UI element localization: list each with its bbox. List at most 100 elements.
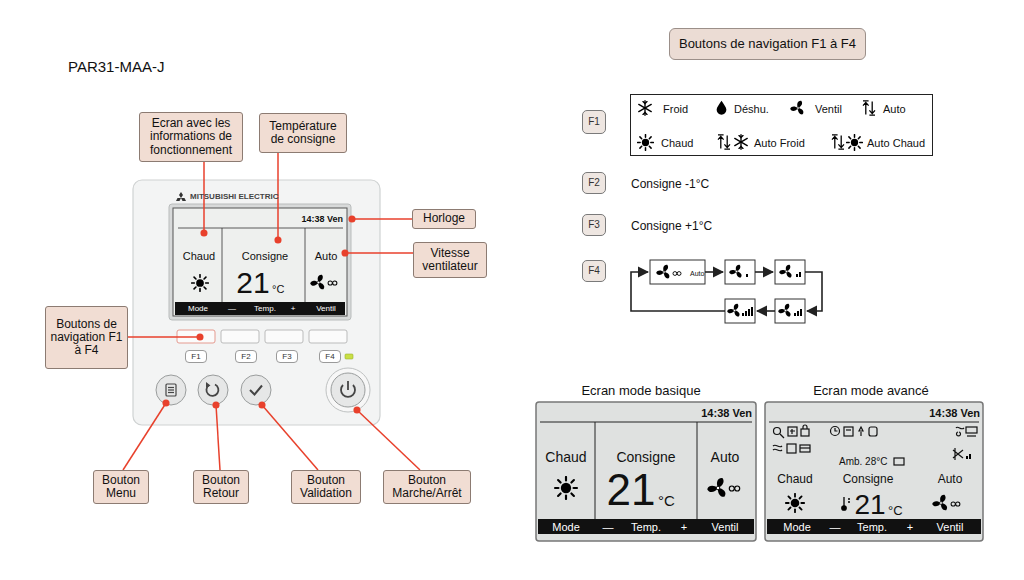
status-icons — [846, 429, 851, 430]
label-text: °C — [272, 284, 284, 295]
fan-bars — [966, 456, 968, 459]
status-icons — [803, 425, 807, 429]
label-text: Boutons de navigation F1 à F4 — [50, 318, 123, 358]
callout-box: Bouton Menu — [93, 470, 149, 504]
fan-speed-cycle — [799, 272, 801, 277]
leader-lines — [197, 334, 203, 340]
leader-lines — [352, 218, 412, 220]
mode-icons — [639, 101, 651, 115]
status-icons — [780, 434, 784, 438]
label-text: — — [228, 305, 236, 313]
label-text: 21 — [607, 468, 656, 512]
mode-icons — [735, 135, 747, 149]
mode-icons — [847, 135, 863, 151]
lcd-screen: 14:38 VenChaudConsigne21°CAutoMode—Temp.… — [173, 208, 347, 316]
label-text: Auto — [711, 450, 740, 464]
label-text: 21 — [236, 268, 269, 298]
label-text: Auto — [883, 104, 906, 115]
label-text: Auto Chaud — [867, 138, 925, 149]
fan-bars — [969, 454, 971, 459]
round-buttons — [331, 373, 365, 407]
model-title: PAR31-MAA-J — [68, 59, 164, 74]
label-text: 21 — [854, 491, 885, 519]
fan-speed-box: Auto — [650, 260, 705, 284]
basic-screen — [697, 422, 698, 519]
controller-screen — [305, 228, 306, 302]
basic-screen — [707, 478, 728, 498]
label-text: Temp. — [254, 305, 276, 313]
leader-lines — [123, 403, 166, 470]
thermometer — [842, 506, 846, 510]
function-buttons — [309, 330, 347, 343]
controller-screen — [173, 208, 347, 316]
label-text: Ventil — [815, 104, 842, 115]
label-text: Auto — [315, 251, 338, 262]
section-header: Boutons de navigation F1 à F4 — [669, 28, 866, 60]
status-icons — [800, 445, 810, 452]
controller-housing — [133, 180, 380, 425]
key-label: F2 — [582, 172, 606, 194]
function-buttons — [265, 330, 303, 343]
round-buttons — [250, 386, 262, 395]
fan-speed-cycle — [656, 265, 671, 279]
fan-speed-cycle — [796, 274, 798, 277]
label-text: 14:38 Ven — [301, 215, 343, 224]
label-text: F4 — [325, 353, 334, 361]
fan-speed-cycle — [725, 260, 755, 284]
fan-speed-cycle — [725, 299, 755, 323]
leader-lines — [262, 405, 318, 470]
callout-box: Bouton Validation — [291, 470, 361, 504]
button-label: F4 — [319, 350, 341, 363]
fan-speed-cycle — [775, 260, 805, 284]
callout-box: Ecran avec les informations de fonctionn… — [139, 112, 243, 162]
label-text: F2 — [241, 353, 250, 361]
label-text: Temp. — [631, 522, 661, 533]
thermometer — [843, 497, 844, 506]
controller-screen — [222, 228, 223, 302]
label-text: Chaud — [545, 450, 586, 464]
advanced-screen — [932, 495, 949, 511]
fan-speed-cycle — [757, 310, 775, 312]
function-buttons — [345, 354, 353, 359]
controller-housing — [179, 192, 183, 198]
fan-speed-cycle — [631, 272, 822, 311]
label-text: Mode — [552, 522, 580, 533]
leader-lines — [128, 336, 200, 338]
controller-housing: MITSUBISHI ELECTRIC14:38 VenChaudConsign… — [133, 180, 380, 425]
label-text: Amb. 28°C — [839, 457, 887, 467]
label-text: Bouton Marche/Arrêt — [388, 474, 466, 500]
label-text: Chaud — [183, 251, 215, 262]
leader-lines — [349, 216, 355, 222]
fan-speed-cycle — [778, 304, 792, 317]
label-text: Auto — [690, 270, 704, 277]
status-icons — [787, 444, 796, 453]
status-icons — [831, 427, 840, 436]
fan-speed-cycle — [673, 272, 681, 276]
label-text: MITSUBISHI ELECTRIC — [190, 193, 278, 201]
label-text: Ecran mode basique — [581, 384, 700, 397]
leader-lines — [201, 230, 207, 236]
round-buttons — [206, 382, 211, 388]
basic-screen — [536, 402, 756, 541]
function-buttons — [221, 330, 259, 343]
fan-speed-cycle — [631, 260, 822, 323]
status-icons — [773, 445, 782, 451]
leader-lines — [259, 402, 265, 408]
status-icons — [844, 427, 853, 436]
label-text: Ventil — [937, 522, 964, 533]
label-text: F3 — [282, 353, 291, 361]
label-text: Température de consigne — [264, 120, 342, 146]
label-text: — — [830, 522, 841, 533]
label-text: Ecran avec les informations de fonctionn… — [144, 117, 238, 157]
round-buttons — [347, 381, 349, 390]
label-text: Ventil — [316, 305, 336, 313]
label-text: Bouton Menu — [98, 474, 144, 500]
label-text: Chaud — [661, 138, 693, 149]
status-icons — [801, 429, 809, 436]
fan-speed-cycle — [800, 309, 802, 316]
fan-speed-cycle — [745, 311, 747, 316]
fan-speed-cycle — [797, 311, 799, 316]
label-text: Déshu. — [734, 104, 769, 115]
status-icons — [953, 448, 963, 460]
round-buttons — [156, 368, 370, 412]
